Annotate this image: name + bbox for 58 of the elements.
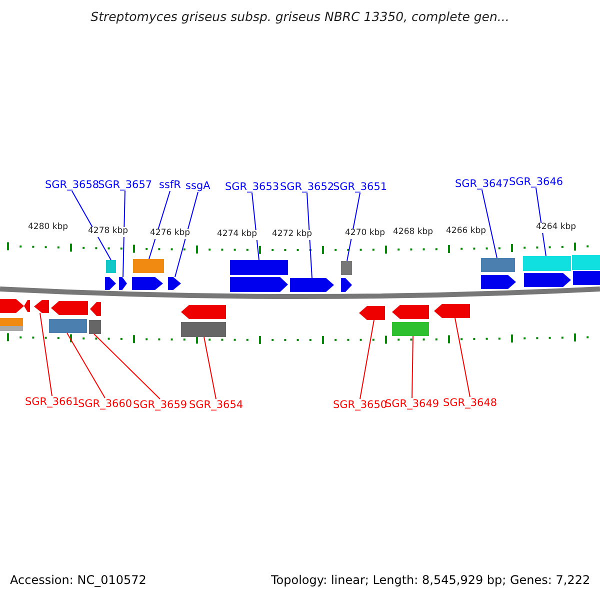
scale-label: 4280 kbp [27,223,70,233]
leader-line [204,336,216,400]
gene-label: SGR_3646 [509,176,564,188]
scale-label: 4278 kbp [87,227,130,237]
genome-summary: Topology: linear; Length: 8,545,929 bp; Genes: 7,222 [271,574,590,588]
gene-label: SGR_3654 [189,399,244,412]
scale-label: 4270 kbp [344,229,386,239]
map-title: Streptomyces griseus subsp. griseus NBRC 13350, complete gen... [90,10,510,24]
leader-line [482,190,498,258]
scale-label: 4266 kbp [445,227,488,237]
scale-label: 4264 kbp [535,223,578,233]
gene-drawing [481,258,516,289]
gene-label: SGR_3650 [333,399,388,412]
gene-drawing [168,277,181,290]
gene-label: SGR_3648 [443,397,498,410]
leader-line [66,332,106,398]
gene-label: SGR_3652 [280,181,334,194]
gene-drawing [359,306,385,320]
gene-drawing [341,261,352,292]
gene-label: ssgA [186,180,210,192]
scale-label: 4272 kbp [271,230,314,240]
gene-drawing [89,302,101,334]
gene-drawing [523,256,571,287]
leader-line [40,312,52,396]
gene-label: SGR_3647 [455,178,510,190]
gene-drawing [434,304,470,318]
scale-label: 4276 kbp [149,229,192,239]
gene-drawing [230,260,288,292]
gene-drawing [392,305,429,336]
gene-drawing [0,299,24,331]
gene-drawing [49,301,88,333]
scale-label: 4268 kbp [392,228,434,238]
leader-line [346,192,360,262]
gene-drawing [132,259,164,290]
leader-line [122,190,126,278]
leader-line [360,320,374,400]
gene-label: SGR_3659 [133,399,188,412]
gene-drawing [34,300,49,313]
gene-drawing [119,277,127,290]
gene-drawing [181,305,226,337]
leader-line [148,190,170,260]
leader-line [174,192,198,278]
gene-label: SGR_3651 [333,181,388,194]
accession-text: Accession: NC_010572 [10,574,146,588]
gene-label: SGR_3649 [385,398,440,410]
leader-line [412,336,414,398]
gene-label: SGR_3653 [225,181,280,194]
gene-label: SGR_3657 [98,179,152,192]
gene-label: SGR_3658 [45,179,100,192]
gene-drawing [105,260,116,290]
gene-label: ssfR [159,179,181,192]
gene-label: SGR_3660 [78,398,132,410]
gene-drawing [572,255,600,285]
leader-line [306,192,312,278]
scale-label: 4274 kbp [216,230,258,240]
gene-label: SGR_3661 [25,396,80,408]
leader-line [454,318,470,398]
gene-drawing [290,278,334,292]
